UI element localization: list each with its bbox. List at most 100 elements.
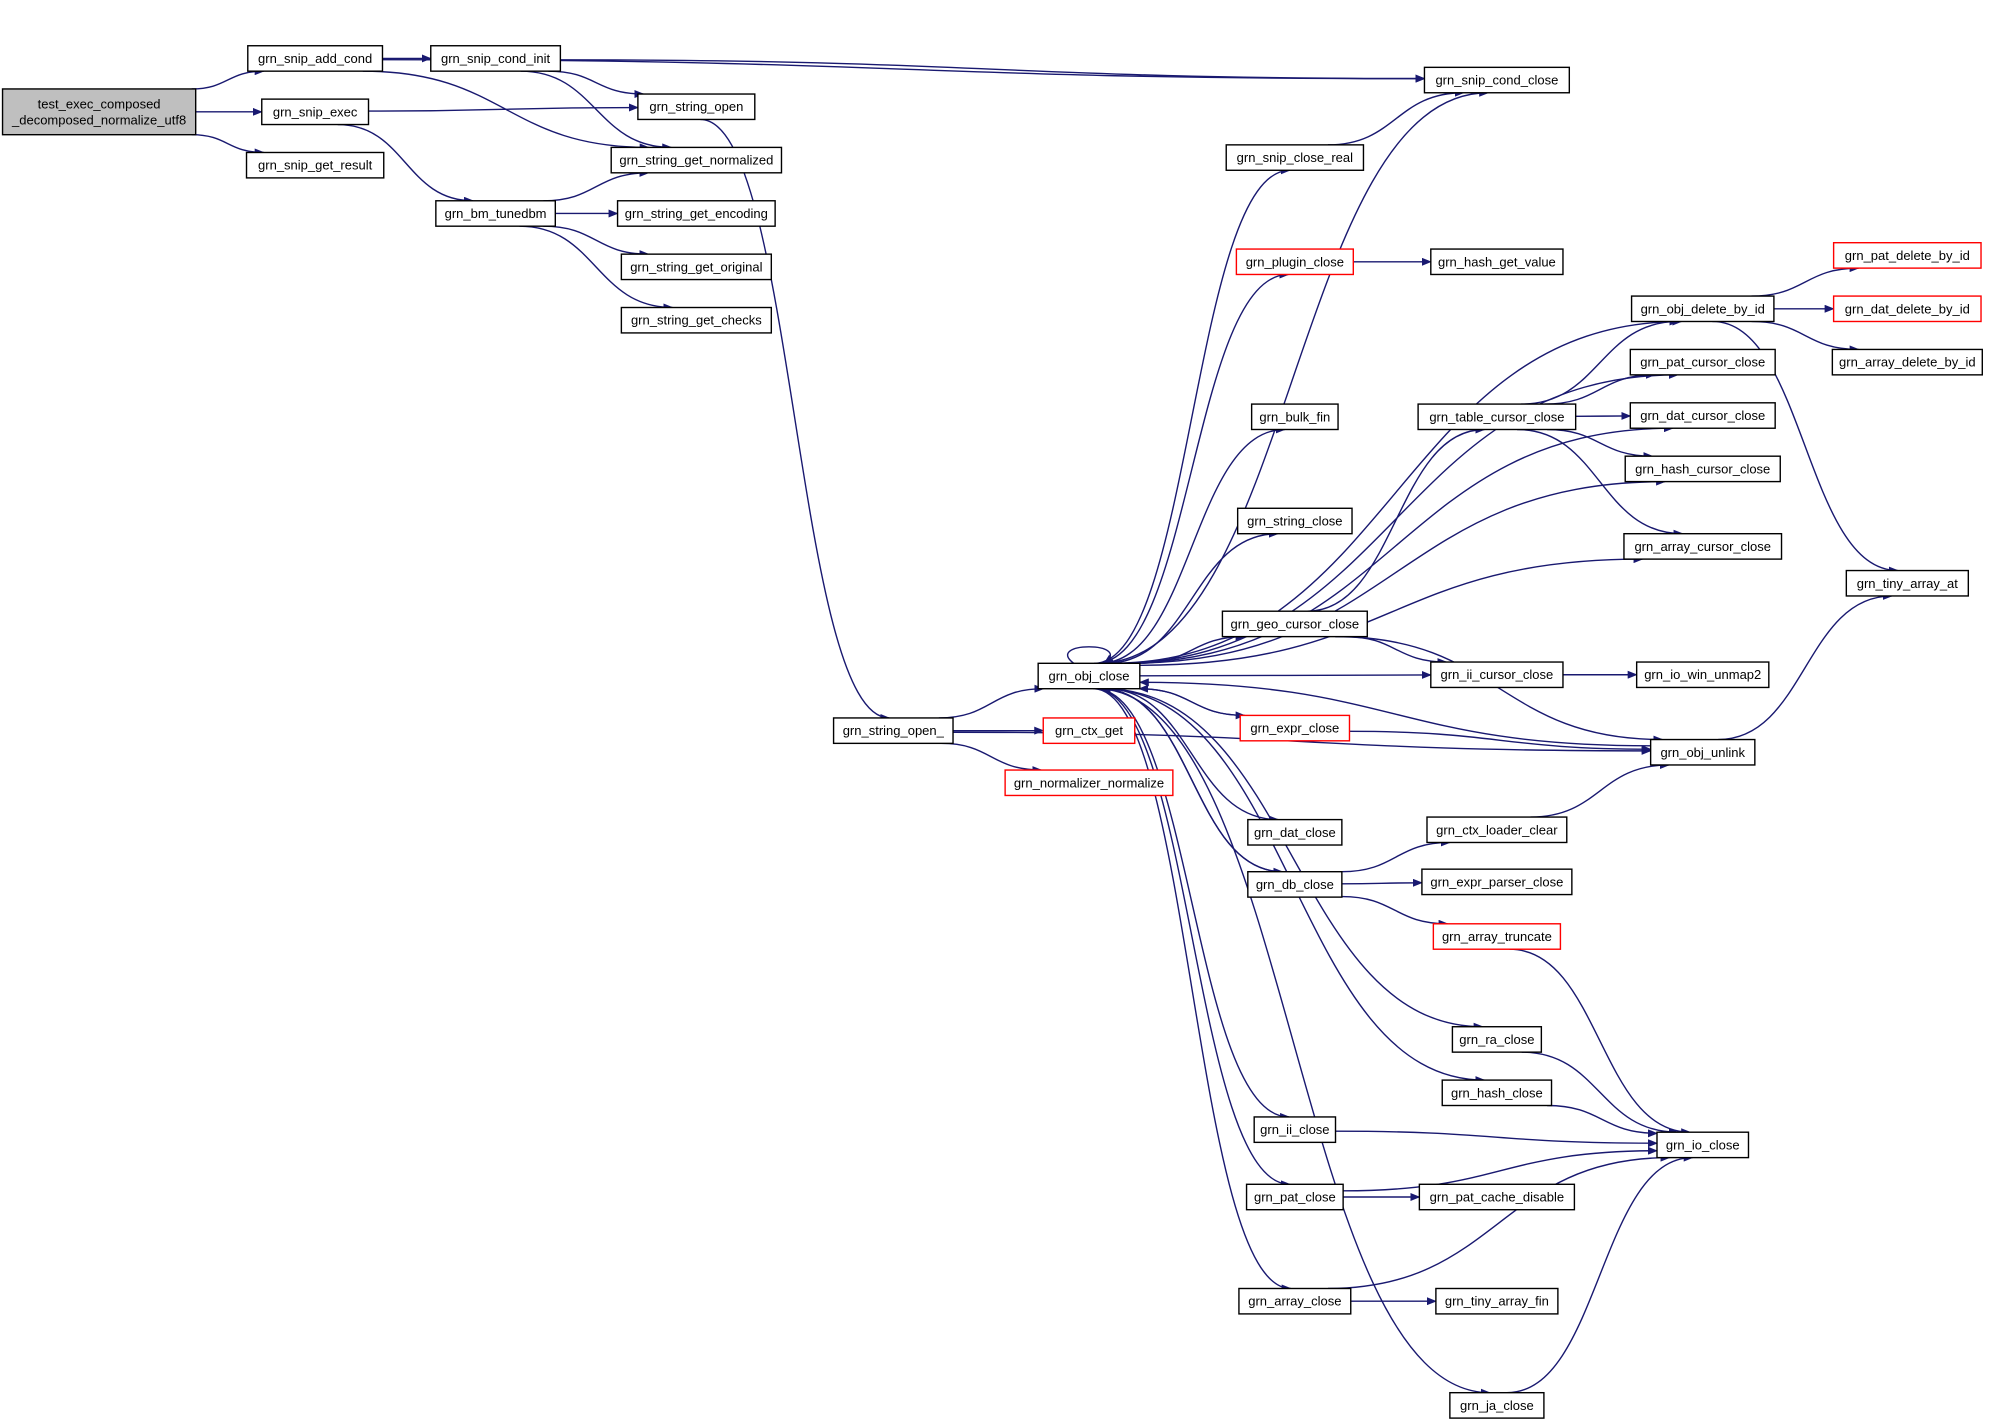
node-label: grn_bm_tunedbm [445, 206, 547, 221]
node-string-get-normalized[interactable]: grn_string_get_normalized [610, 146, 783, 174]
node-bm-tunedbm[interactable]: grn_bm_tunedbm [435, 200, 556, 227]
node-label: grn_snip_cond_close [1435, 73, 1558, 88]
node-box [1238, 1287, 1352, 1315]
node-snip-cond-init[interactable]: grn_snip_cond_init [430, 45, 562, 72]
node-root[interactable]: test_exec_composed_decomposed_normalize_… [1, 88, 197, 136]
node-box [1037, 662, 1141, 690]
node-box [1630, 295, 1775, 323]
node-pat-cursor-close[interactable]: grn_pat_cursor_close [1629, 348, 1776, 376]
node-label: grn_plugin_close [1246, 254, 1344, 269]
node-pat-cache-disable[interactable]: grn_pat_cache_disable [1418, 1183, 1576, 1211]
node-box [1418, 1183, 1576, 1211]
edge-snip-cond-init-to-snip-cond-close [560, 59, 1426, 83]
node-box [1421, 868, 1573, 896]
node-db-close[interactable]: grn_db_close [1247, 871, 1343, 898]
node-label: grn_array_delete_by_id [1839, 355, 1976, 370]
node-ii-cursor-close[interactable]: grn_ii_cursor_close [1430, 661, 1564, 689]
node-dat-cursor-close[interactable]: grn_dat_cursor_close [1629, 402, 1776, 429]
node-box [247, 45, 384, 72]
node-label: grn_obj_close [1049, 669, 1130, 684]
node-obj-unlink[interactable]: grn_obj_unlink [1649, 738, 1756, 766]
node-label: grn_array_cursor_close [1634, 539, 1771, 554]
edge-array-close-to-io-close [1328, 1153, 1671, 1290]
node-hash-cursor-close[interactable]: grn_hash_cursor_close [1624, 455, 1781, 483]
edge-obj-close-to-array-cursor-close [1139, 555, 1644, 666]
node-tiny-array-at[interactable]: grn_tiny_array_at [1845, 569, 1970, 597]
node-array-cursor-close[interactable]: grn_array_cursor_close [1623, 532, 1783, 560]
node-string-get-original[interactable]: grn_string_get_original [620, 253, 773, 281]
node-geo-cursor-close[interactable]: grn_geo_cursor_close [1221, 610, 1368, 638]
node-box [832, 717, 954, 745]
node-normalizer-normalize[interactable]: grn_normalizer_normalize [1004, 769, 1174, 797]
node-bulk-fin[interactable]: grn_bulk_fin [1250, 403, 1339, 431]
node-snip-exec[interactable]: grn_snip_exec [261, 98, 370, 126]
node-string-get-encoding[interactable]: grn_string_get_encoding [616, 200, 776, 227]
edge-obj-delete-by-id-to-array-delete-by-id [1751, 320, 1860, 354]
node-string-close[interactable]: grn_string_close [1236, 507, 1353, 535]
node-box [1635, 661, 1770, 689]
edge-snip-exec-to-bm-tunedbm [337, 123, 475, 205]
edge-obj-unlink-to-obj-close [1138, 678, 1651, 747]
node-box [1247, 871, 1343, 898]
node-label: grn_expr_close [1250, 721, 1339, 736]
node-box [1432, 923, 1562, 950]
node-label: grn_geo_cursor_close [1231, 616, 1360, 631]
node-ctx-loader-clear[interactable]: grn_ctx_loader_clear [1426, 816, 1568, 844]
node-io-win-unmap2[interactable]: grn_io_win_unmap2 [1635, 661, 1770, 689]
node-ja-close[interactable]: grn_ja_close [1449, 1391, 1545, 1419]
node-box [1832, 242, 1982, 269]
node-pat-delete-by-id[interactable]: grn_pat_delete_by_id [1832, 242, 1982, 269]
node-label: grn_ctx_loader_clear [1436, 822, 1558, 837]
edge-table-cursor-close-to-hash-cursor-close [1547, 428, 1654, 461]
node-box [1221, 610, 1368, 638]
node-box [1004, 769, 1174, 797]
node-array-delete-by-id[interactable]: grn_array_delete_by_id [1831, 348, 1983, 376]
edge-db-close-to-expr-parser-close [1341, 878, 1423, 887]
node-label: grn_ii_close [1260, 1122, 1329, 1137]
node-label: grn_hash_close [1451, 1085, 1543, 1100]
edge-obj-unlink-to-tiny-array-at [1718, 591, 1893, 741]
edge-obj-close-to-string-close [1105, 529, 1279, 665]
node-label: grn_hash_get_value [1438, 254, 1556, 269]
node-hash-close[interactable]: grn_hash_close [1441, 1079, 1553, 1107]
node-ii-close[interactable]: grn_ii_close [1253, 1116, 1337, 1144]
edge-root-to-snip-add-cond [191, 67, 265, 90]
node-label: grn_ja_close [1460, 1398, 1534, 1413]
node-label: grn_hash_cursor_close [1635, 461, 1770, 476]
node-array-truncate[interactable]: grn_array_truncate [1432, 923, 1562, 950]
node-box [1225, 144, 1365, 171]
node-box [1245, 1183, 1344, 1211]
node-ctx-get[interactable]: grn_ctx_get [1042, 717, 1136, 745]
node-string-get-checks[interactable]: grn_string_get_checks [620, 306, 773, 334]
node-box [1423, 66, 1571, 94]
node-expr-parser-close[interactable]: grn_expr_parser_close [1421, 868, 1573, 896]
node-string-open-[interactable]: grn_string_open_ [832, 717, 954, 745]
node-snip-close-real[interactable]: grn_snip_close_real [1225, 144, 1365, 171]
node-ra-close[interactable]: grn_ra_close [1451, 1026, 1543, 1053]
edge-db-close-to-obj-close [1100, 684, 1283, 873]
node-snip-get-result[interactable]: grn_snip_get_result [245, 151, 385, 179]
edge-layer [191, 54, 1899, 1397]
node-dat-delete-by-id[interactable]: grn_dat_delete_by_id [1832, 295, 1982, 323]
node-string-open[interactable]: grn_string_open [637, 93, 756, 121]
node-pat-close[interactable]: grn_pat_close [1245, 1183, 1344, 1211]
node-tiny-array-fin[interactable]: grn_tiny_array_fin [1435, 1287, 1559, 1315]
node-table-cursor-close[interactable]: grn_table_cursor_close [1417, 403, 1577, 431]
node-hash-get-value[interactable]: grn_hash_get_value [1430, 248, 1564, 276]
node-label: grn_string_get_checks [631, 313, 762, 328]
node-snip-cond-close[interactable]: grn_snip_cond_close [1423, 66, 1571, 94]
node-box [1623, 532, 1783, 560]
node-obj-delete-by-id[interactable]: grn_obj_delete_by_id [1630, 295, 1775, 323]
node-plugin-close[interactable]: grn_plugin_close [1235, 248, 1354, 276]
node-expr-close[interactable]: grn_expr_close [1239, 714, 1351, 742]
node-snip-add-cond[interactable]: grn_snip_add_cond [247, 45, 384, 72]
node-obj-close[interactable]: grn_obj_close [1037, 662, 1141, 690]
node-label: grn_array_close [1248, 1294, 1341, 1309]
node-box [1656, 1131, 1750, 1159]
edge-table-cursor-close-to-pat-cursor-close [1544, 370, 1656, 405]
node-box [1441, 1079, 1553, 1107]
node-dat-close[interactable]: grn_dat_close [1247, 818, 1343, 846]
node-array-close[interactable]: grn_array_close [1238, 1287, 1352, 1315]
edge-geo-cursor-close-to-ii-cursor-close [1345, 635, 1448, 667]
node-io-close[interactable]: grn_io_close [1656, 1131, 1750, 1159]
